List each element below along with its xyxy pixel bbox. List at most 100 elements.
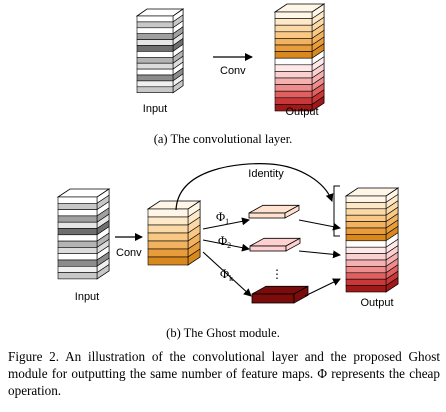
- ghost-k-side: [293, 285, 309, 304]
- b-input-slice: [57, 221, 98, 229]
- panel-a-input-label: Input: [143, 103, 167, 115]
- panel-b-subcaption: (b) The Ghost module.: [166, 326, 280, 340]
- a-input-slice: [136, 27, 174, 34]
- b-output-slice: [345, 195, 387, 203]
- b-output-slice: [345, 227, 387, 235]
- phi-2-label: Φ2: [218, 234, 231, 250]
- identity-label: Identity: [248, 168, 284, 180]
- panel-a-input-stack: [135, 8, 185, 94]
- ghost-1-front: [248, 212, 286, 219]
- a-input-slice: [136, 68, 174, 76]
- b-intrinsic-slice: [147, 216, 189, 226]
- b-input-slice: [57, 247, 98, 254]
- panel-b-input-label: Input: [75, 291, 99, 303]
- a-output-slice: [274, 11, 313, 19]
- b-output-slice: [345, 278, 387, 286]
- a-input-slice: [136, 21, 174, 29]
- a-output-slice: [274, 18, 313, 26]
- a-output-slice: [274, 51, 313, 59]
- b-intrinsic-slice: [147, 248, 189, 258]
- b-intrinsic-slice: [147, 232, 189, 242]
- phi-2-arrow: [202, 239, 250, 252]
- a-input-slice: [136, 80, 174, 88]
- b-input-slice: [57, 265, 98, 273]
- ghost-1-to-output-arrow: [298, 219, 341, 231]
- a-input-slice: [136, 15, 174, 23]
- b-input-slice: [57, 196, 98, 204]
- a-output-slice: [274, 57, 313, 66]
- ghost-feature-map-k: [251, 285, 309, 304]
- b-input-slice: [57, 240, 98, 248]
- a-input-slice: [136, 39, 174, 46]
- b-intrinsic-slice: [147, 224, 189, 234]
- a-output-slice: [274, 38, 313, 46]
- b-output-slice: [345, 214, 387, 222]
- b-input-slice: [57, 234, 98, 242]
- a-output-slice: [274, 24, 313, 33]
- a-input-slice: [136, 86, 174, 94]
- ghost-2-front: [249, 245, 287, 252]
- a-output-slice: [274, 84, 313, 92]
- b-intrinsic-slice: [147, 240, 189, 250]
- panel-a-output-stack: [273, 3, 326, 112]
- a-input-slice: [136, 56, 174, 64]
- a-output-slice: [274, 31, 313, 39]
- panel-b-input-stack: [56, 188, 111, 280]
- b-output-slice: [345, 266, 387, 274]
- a-output-slice: [274, 77, 313, 85]
- a-input-slice: [136, 74, 174, 82]
- panel-a-conv-label: Conv: [220, 65, 246, 77]
- phi-k-label: Φk: [220, 267, 233, 283]
- b-output-slice: [345, 253, 387, 261]
- a-output-slice: [274, 44, 313, 52]
- ghost-k-to-output-arrow: [304, 278, 341, 297]
- panel-a-subcaption: (a) The convolutional layer.: [154, 132, 293, 146]
- b-output-slice: [345, 246, 387, 254]
- a-input-slice: [136, 45, 174, 52]
- identity-arrow: [175, 163, 334, 211]
- b-intrinsic-slice: [147, 208, 189, 218]
- b-output-slice: [345, 202, 387, 210]
- ghost-feature-map-2: [249, 237, 301, 252]
- b-input-slice: [57, 228, 98, 236]
- a-output-slice: [274, 90, 313, 99]
- phi-1-arrow: [202, 217, 250, 230]
- a-output-slice: [274, 64, 313, 72]
- panel-b-output-stack: [344, 187, 400, 293]
- b-output-slice: [345, 221, 387, 229]
- b-output-slice: [345, 272, 387, 280]
- panel-b-output-label: Output: [360, 297, 393, 309]
- b-output-slice: [345, 285, 387, 293]
- a-output-slice: [274, 71, 313, 79]
- phi-1-label: Φ1: [216, 210, 229, 226]
- ghost-2-side: [285, 237, 301, 252]
- b-intrinsic-slice: [147, 256, 189, 266]
- ghost-k-front: [251, 293, 295, 304]
- b-output-slice: [345, 208, 387, 216]
- a-output-slice: [274, 104, 313, 112]
- a-input-slice: [136, 62, 174, 70]
- b-input-slice: [57, 203, 98, 210]
- b-input-slice: [57, 215, 98, 223]
- a-output-slice: [274, 97, 313, 105]
- a-input-slice: [136, 51, 174, 58]
- a-input-slice: [136, 33, 174, 40]
- b-input-slice: [57, 259, 98, 267]
- b-input-slice: [57, 209, 98, 217]
- ghost-1-side: [284, 204, 300, 219]
- figure-caption: Figure 2. An illustration of the convolu…: [8, 349, 440, 398]
- b-input-slice: [57, 272, 98, 280]
- b-output-slice: [345, 240, 387, 248]
- panel-b-conv-label: Conv: [116, 247, 142, 259]
- b-output-slice: [345, 259, 387, 267]
- b-input-slice: [57, 253, 98, 261]
- panel-b-intrinsic-feature-stack: [146, 200, 202, 266]
- panel-a-output-label: Output: [285, 106, 318, 118]
- ghost-2-to-output-arrow: [298, 250, 341, 259]
- phi-k-arrow: [202, 251, 252, 297]
- identity-bracket: [333, 185, 340, 237]
- ghost-feature-map-1: [248, 204, 300, 219]
- ghost-ellipsis: ⋮: [271, 267, 283, 281]
- b-output-slice: [345, 234, 387, 242]
- ghost-module-figure: Conv Input Output (a) The convolutional …: [56, 3, 400, 340]
